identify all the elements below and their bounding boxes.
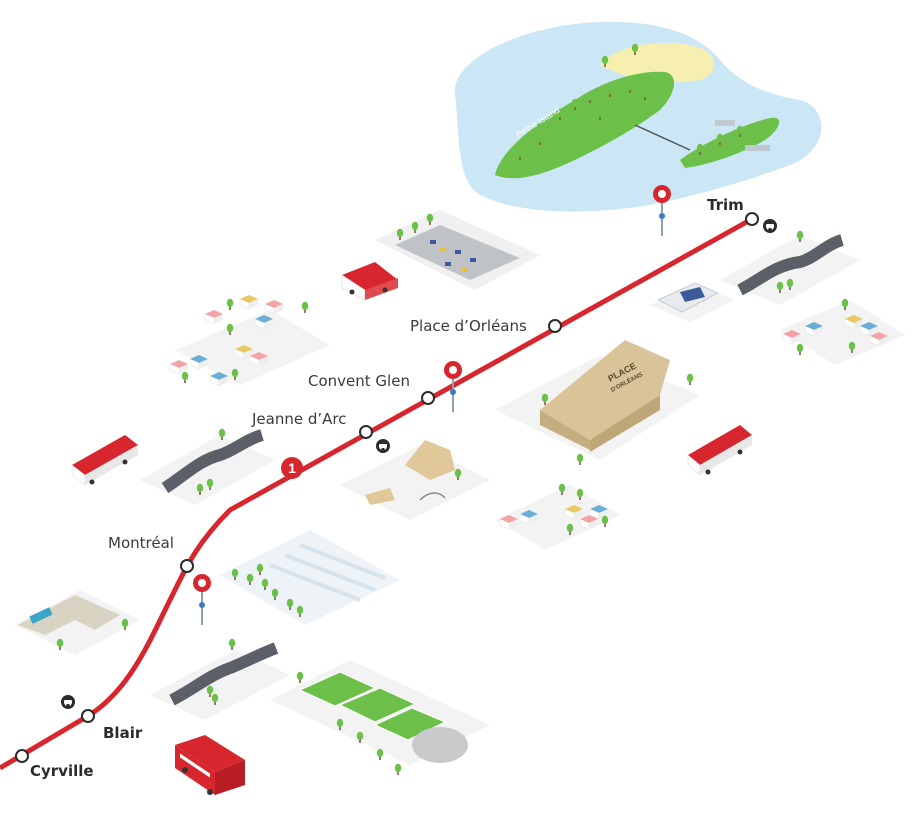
park-and-ride-icon xyxy=(763,219,777,233)
station-blair[interactable]: Blair xyxy=(81,709,143,742)
station-label-convent-glen: Convent Glen xyxy=(308,372,410,390)
bike-path-north xyxy=(720,230,860,305)
location-pin-icon xyxy=(652,184,672,237)
bus-icon-2 xyxy=(687,425,752,476)
ski-hill xyxy=(220,530,400,625)
bus-icon xyxy=(71,435,138,486)
station-label-trim: Trim xyxy=(707,196,744,214)
petrie-island[interactable]: Petrie Island xyxy=(454,21,822,212)
office-building xyxy=(15,590,140,655)
station-trim[interactable]: Trim xyxy=(707,196,759,226)
arena xyxy=(650,282,735,322)
station-place-dorleans[interactable]: Place d’Orléans xyxy=(410,317,562,335)
double-decker-bus-icon xyxy=(175,735,245,795)
line-number: 1 xyxy=(288,460,296,476)
station-cyrville[interactable]: Cyrville xyxy=(15,749,94,780)
bike-path-west xyxy=(140,428,275,505)
station-label-montreal: Montréal xyxy=(108,534,174,552)
station-jeanne-darc[interactable]: Jeanne d’Arc xyxy=(251,410,373,439)
park-and-ride-icon xyxy=(61,695,75,709)
station-label-jeanne-darc: Jeanne d’Arc xyxy=(251,410,347,428)
station-label-place-dorleans: Place d’Orléans xyxy=(410,317,527,335)
station-montreal[interactable]: Montréal xyxy=(108,534,194,573)
station-convent-glen[interactable]: Convent Glen xyxy=(308,372,435,405)
park-and-ride-icon xyxy=(376,439,390,453)
station-label-cyrville: Cyrville xyxy=(30,762,94,780)
skate-park xyxy=(340,440,490,520)
bike-path-south xyxy=(150,638,290,720)
line-number-badge: 1 xyxy=(281,457,303,479)
residential-area-east xyxy=(780,298,905,365)
line-1-track xyxy=(0,216,754,771)
parking-lot xyxy=(375,210,540,290)
residential-area-south xyxy=(495,483,620,550)
station-label-blair: Blair xyxy=(103,724,143,742)
location-pin-icon xyxy=(192,573,212,626)
soccer-fields xyxy=(270,660,490,775)
food-truck-icon xyxy=(341,262,398,301)
place-dorleans-mall: PLACE D'ORLÉANS xyxy=(495,340,700,465)
residential-area xyxy=(169,294,330,387)
